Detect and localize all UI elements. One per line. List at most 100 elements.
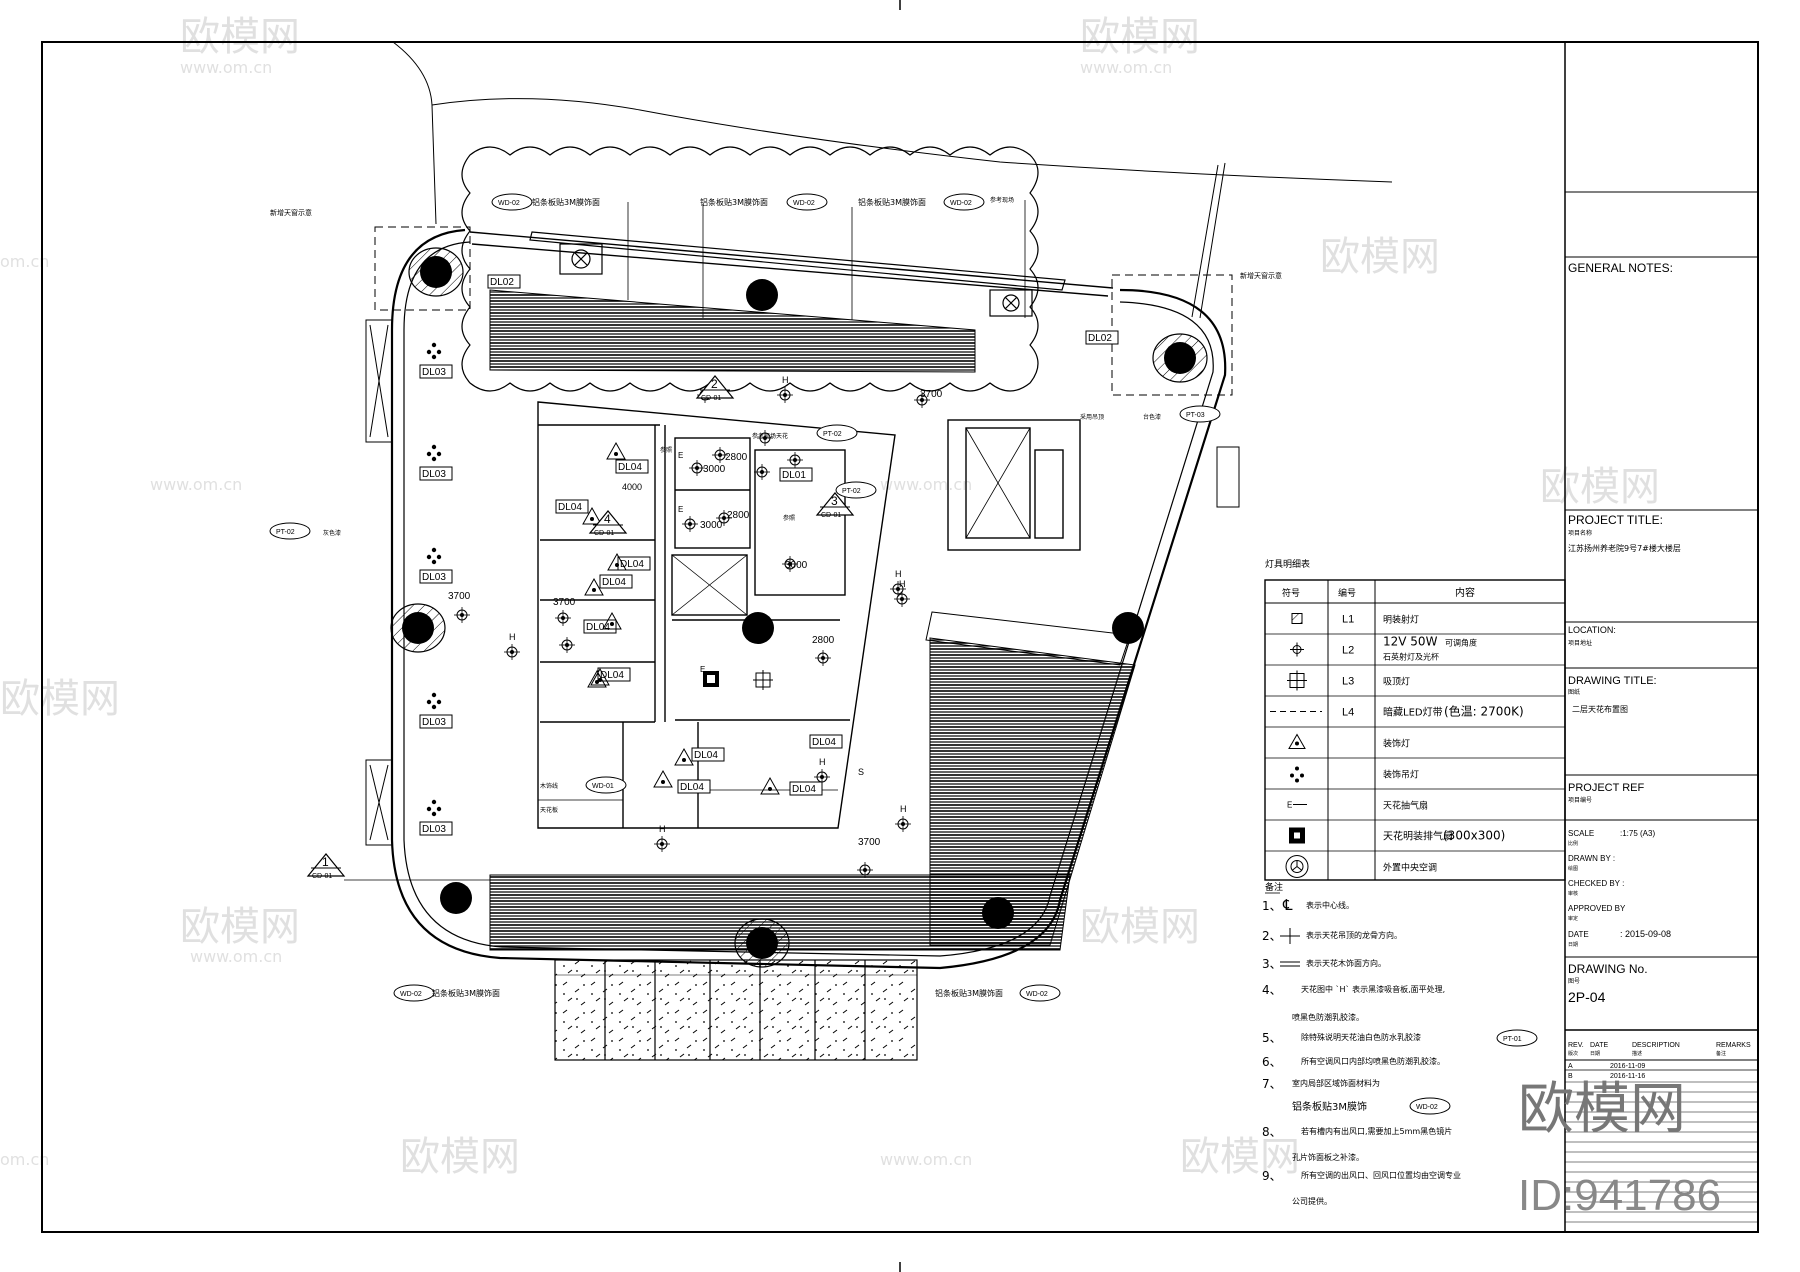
legend-desc: 外置中央空调 [1383,862,1437,874]
material-tag-label: WD-02 [498,200,520,207]
material-tag-label: PT-01 [1503,1036,1522,1043]
fixture-code: DL03 [422,367,446,378]
fixture-code: DL03 [422,717,446,728]
material-tag: WD-02 [1019,984,1061,1002]
note-text: 表示中心线。 [1306,900,1354,910]
drawing-title-label: DRAWING TITLE: [1568,675,1657,687]
skylight-outlines [374,226,1233,396]
ac-unit-icon [982,897,1014,929]
drawn-by-label: DRAWN BY : [1568,854,1615,863]
watermark-url: www.om.cn [150,475,242,494]
ceiling-height: 2800 [725,452,748,463]
material-tag: PT-02 [835,481,877,499]
downlight-icon [895,816,911,832]
grid-light-icon [1291,613,1303,624]
revision-grid [1565,1081,1758,1223]
downlight-icon [555,610,571,626]
pendant-lamp-icon [426,799,442,817]
watermark-url: www.om.cn [190,947,282,966]
checked-by-cn: 审核 [1568,890,1578,897]
revision-cloud [461,146,1039,392]
watermark-tile: 欧模网 [1540,464,1660,510]
downlight-icon [1290,642,1304,657]
rev-header: REV. [1568,1042,1584,1049]
legend-header: 符号 [1282,587,1300,599]
legend-desc-extra: 可调角度 [1445,638,1477,648]
watermark-tile: 欧模网 [1180,1134,1300,1180]
approved-by-label: APPROVED BY [1568,904,1626,913]
note-number: 9、 [1262,1169,1282,1183]
drawing-no-label: DRAWING No. [1568,962,1648,976]
material-tag-label: WD-02 [950,200,972,207]
approved-by-cn: 审定 [1568,915,1578,922]
legend-row: 外置中央空调 [1285,855,1437,878]
section-ref: CD-01 [701,395,721,402]
decorative-lamp-icon [587,669,607,688]
material-tag: WD-02 [943,193,985,211]
material-note: 铝条板贴3M膜饰面 [858,197,926,207]
material-tag: PT-03 [1179,405,1221,423]
note-text: 喷黑色防潮乳胶漆。 [1292,1012,1364,1022]
h-mark: H [659,824,666,834]
note-text: 表示天花吊顶的龙骨方向。 [1306,930,1402,940]
watermark-tile: 欧模网 www.om.cn [1080,14,1200,77]
wood-strip-ceiling [489,289,1136,951]
decorative-lamp-icon [607,552,627,571]
pendant-lamp-icon [1290,766,1304,783]
legend-desc-extra: (色温: 2700K) [1444,705,1524,719]
watermark-url: om.cn [0,252,49,271]
project-title-label: PROJECT TITLE: [1568,513,1663,527]
legend-code: L3 [1342,676,1354,688]
material-tag-label: WD-02 [793,200,815,207]
location-value: 项目地址 [1568,639,1592,647]
downlight-icon [890,581,906,597]
watermark-tile: 欧模网 [1320,234,1440,280]
project-ref-label: PROJECT REF [1568,782,1644,794]
watermark-url: www.om.cn [1080,58,1172,77]
material-tag-label: WD-02 [1026,991,1048,998]
pendant-lamp-icon [426,342,442,360]
ceiling-height: 3700 [920,389,943,400]
small-note: 天花板 [540,806,558,814]
watermark-brand: 欧模网 [1080,14,1200,60]
decorative-lamp-icon [1288,733,1306,749]
note-item: 3、表示天花木饰面方向。 [1262,957,1386,971]
ceiling-height: 3700 [858,837,881,848]
watermark-brand: 欧模网 [180,14,300,60]
legend-row: 装饰灯 [1265,733,1565,759]
legend-title: 灯具明细表 [1265,558,1310,570]
decorative-lamp-icon [653,769,673,788]
note-text: 所有空调的出风口、回风口位置均由空调专业 [1301,1170,1461,1180]
scale-label: SCALE [1568,829,1594,838]
date-cn: 日期 [1568,942,1578,948]
fixture-label: DL04 [583,619,617,634]
exhaust-fan-icon: E [1287,801,1307,810]
watermark-url: om.cn [0,1150,49,1169]
fixture-label: DL04 [617,556,651,571]
fixture-label: DL04 [809,734,843,749]
centerline-icon: ℄ [1282,896,1293,914]
small-note: 木饰线 [540,782,558,790]
h-mark: H [509,632,516,642]
downlight-icon [757,430,773,446]
note-number: 6、 [1262,1055,1282,1069]
fixture-label: DL04 [615,459,649,474]
watermark-tile: 欧模网 [1080,904,1200,950]
note-number: 8、 [1262,1125,1282,1139]
material-tag: WD-02 [786,193,828,211]
legend-desc: 天花抽气扇 [1383,800,1428,812]
section-number: 4 [604,512,611,526]
watermark-brand: 欧模网 [1180,1134,1300,1180]
note-text: 天花图中 `H` 表示黑漆吸音板,面平处理, [1301,984,1445,994]
drawing-no-cn: 图号 [1568,978,1580,985]
note-number: 5、 [1262,1031,1282,1045]
legend-desc: 天花明装排气扇 [1383,830,1453,843]
note-item: 1、℄表示中心线。 [1262,896,1354,914]
left-windows [365,319,1240,846]
note-number: 4、 [1262,983,1282,997]
material-note: 铝条板贴3M膜饰面 [532,197,600,207]
legend-desc: 装饰吊灯 [1383,769,1419,781]
small-note: 参照 [660,446,672,454]
